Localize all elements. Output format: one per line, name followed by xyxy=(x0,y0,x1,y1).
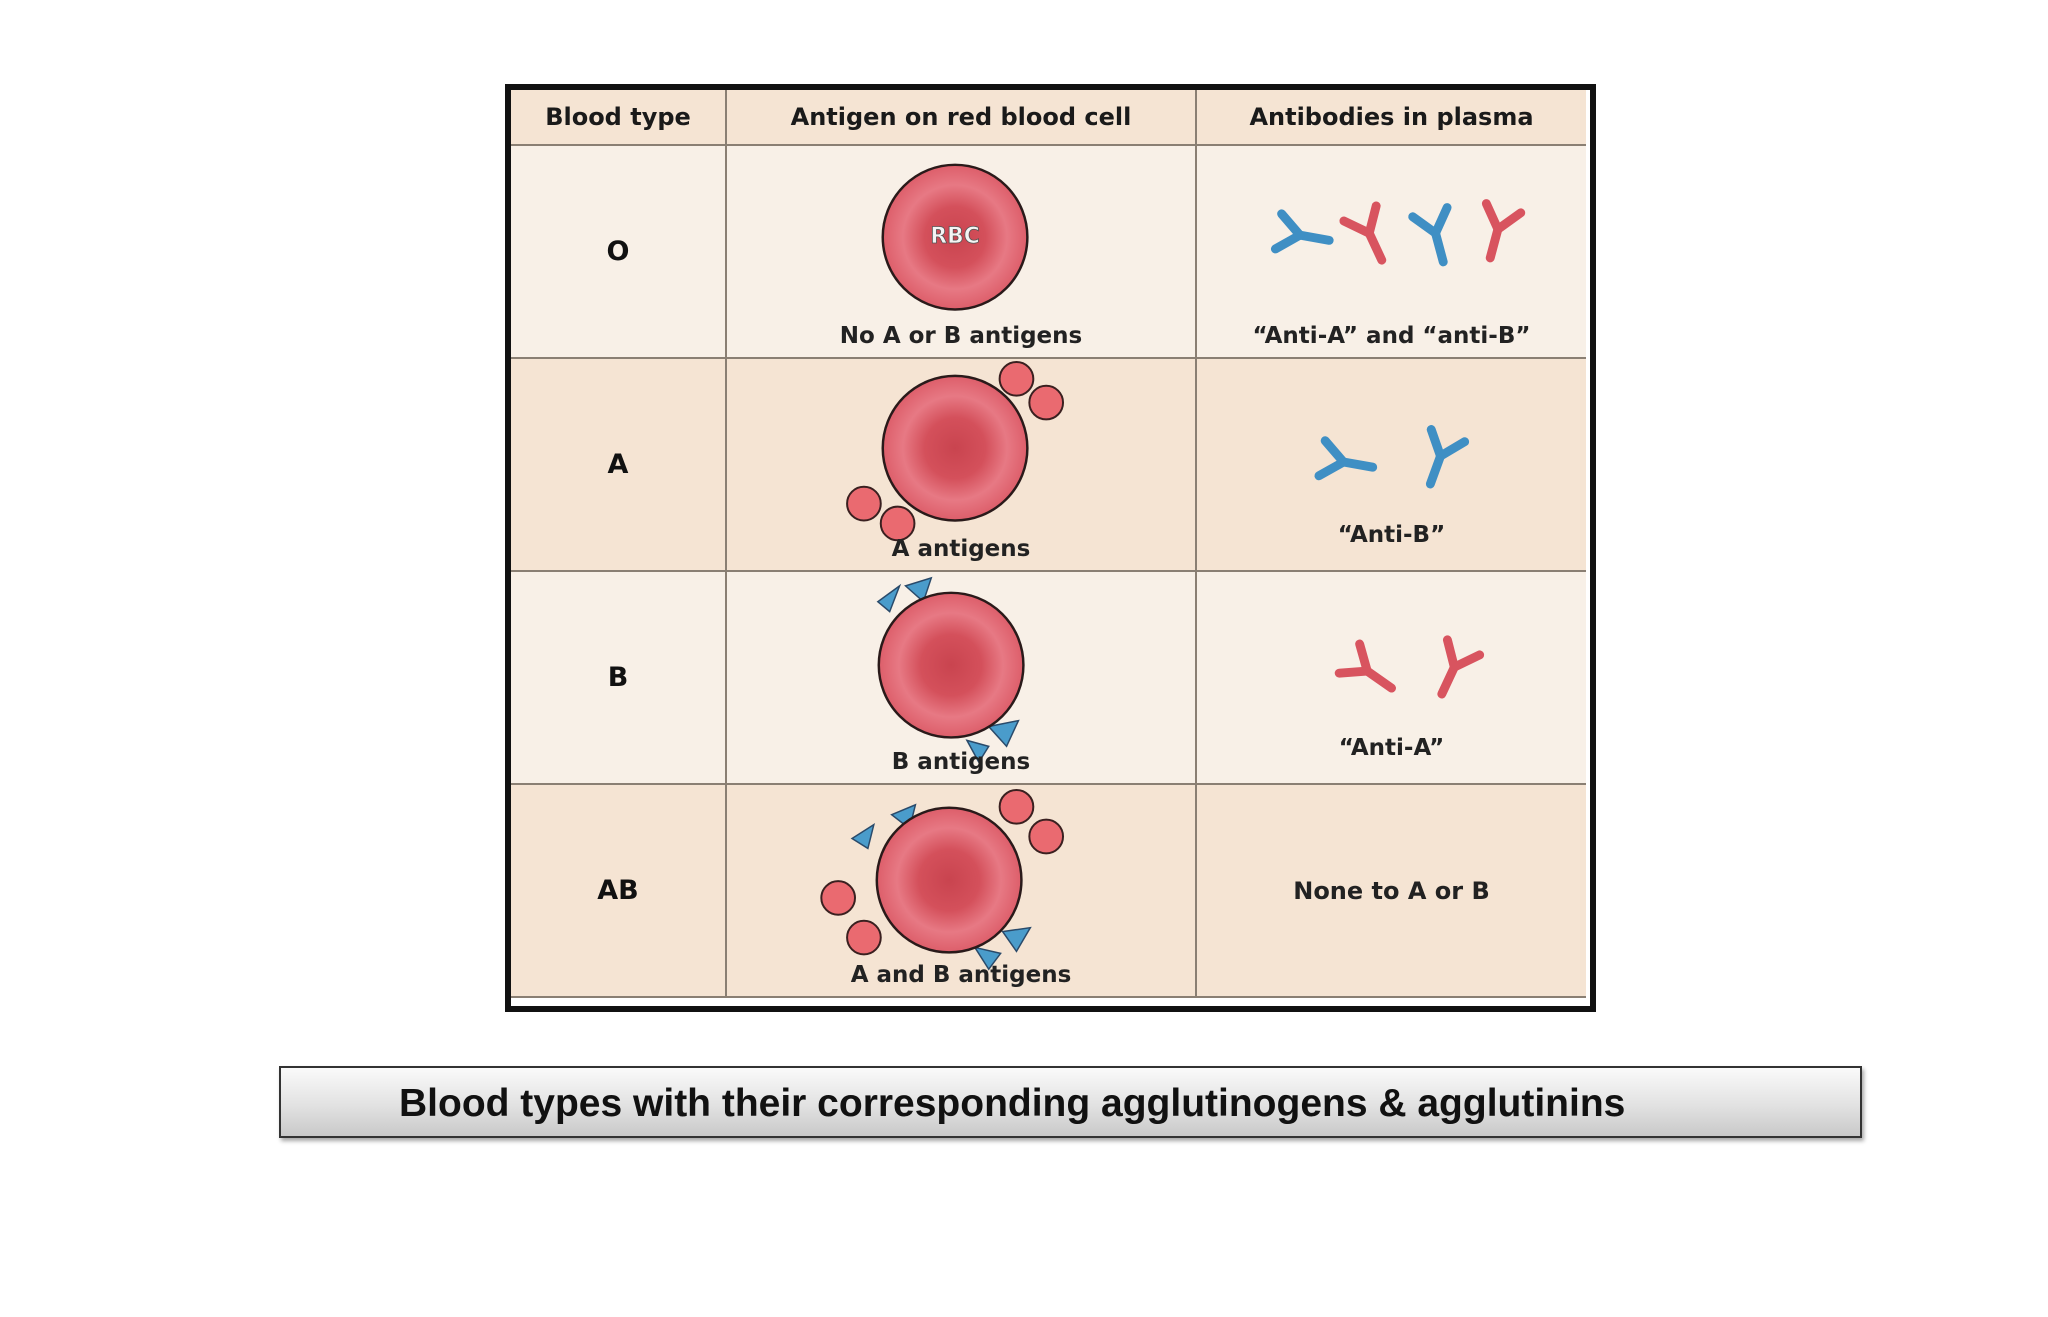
antibody-cell: “Anti-B” xyxy=(1195,357,1586,572)
antibody-cell: “Anti-A” xyxy=(1195,570,1586,785)
antigen-caption: No A or B antigens xyxy=(839,323,1083,349)
blood-type-label: AB xyxy=(511,783,727,998)
antibody-caption: “Anti-A” and “anti-B” xyxy=(1252,323,1531,349)
blood-type-label: O xyxy=(511,144,727,359)
antibody-caption: None to A or B xyxy=(1293,876,1490,905)
rbc-a-antigens-icon xyxy=(846,360,1065,542)
antibody-cell: “Anti-A” and “anti-B” xyxy=(1195,144,1586,359)
table-row-type-o: O RBC No A or B antigens xyxy=(511,144,1586,359)
table-row-type-a: A A antigens xyxy=(511,357,1586,572)
antibody-caption: “Anti-B” xyxy=(1337,522,1446,548)
antigen-caption: A antigens xyxy=(891,536,1031,562)
table-row-type-ab: AB A and B antigens xyxy=(511,783,1586,998)
anti-a-and-anti-b-antibodies-icon xyxy=(1270,199,1526,267)
antigen-cell: A antigens xyxy=(725,357,1197,572)
header-antigen: Antigen on red blood cell xyxy=(725,90,1197,146)
anti-a-antibodies-icon xyxy=(1334,635,1485,699)
blood-type-label: B xyxy=(511,570,727,785)
table-header-row: Blood type Antigen on red blood cell Ant… xyxy=(511,90,1586,146)
blood-type-label: A xyxy=(511,357,727,572)
header-blood-type: Blood type xyxy=(511,90,727,146)
antigen-cell: RBC No A or B antigens xyxy=(725,144,1197,359)
figure-caption: Blood types with their corresponding agg… xyxy=(399,1082,1626,1125)
header-antibodies: Antibodies in plasma xyxy=(1195,90,1586,146)
table-row-type-b: B B antigens xyxy=(511,570,1586,785)
anti-b-antibodies-icon xyxy=(1314,425,1470,489)
rbc-label: RBC xyxy=(930,224,979,249)
antigen-caption: A and B antigens xyxy=(850,962,1072,988)
antibody-cell: None to A or B xyxy=(1195,783,1586,998)
antigen-cell: A and B antigens xyxy=(725,783,1197,998)
antigen-cell: B antigens xyxy=(725,570,1197,785)
antibody-caption: “Anti-A” xyxy=(1338,735,1445,761)
rbc-a-and-b-antigens-icon xyxy=(820,788,1065,971)
figure-caption-box: Blood types with their corresponding agg… xyxy=(279,1066,1862,1138)
antigen-caption: B antigens xyxy=(891,749,1031,775)
rbc-b-antigens-icon xyxy=(876,576,1025,764)
rbc-no-antigens-icon: RBC xyxy=(881,163,1029,311)
blood-type-table: Blood type Antigen on red blood cell Ant… xyxy=(511,90,1586,998)
blood-type-figure: Blood type Antigen on red blood cell Ant… xyxy=(505,84,1596,1012)
